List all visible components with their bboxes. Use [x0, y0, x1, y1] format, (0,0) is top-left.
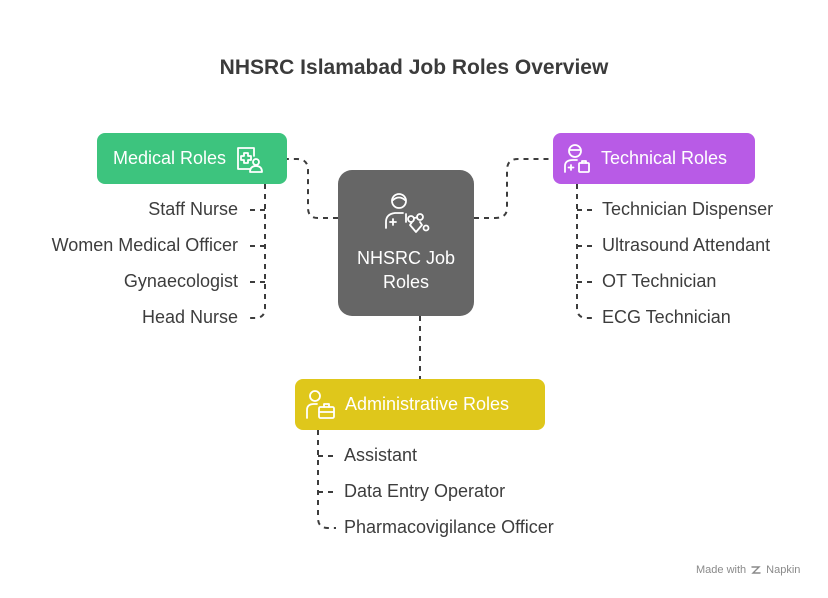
footer-brand: Napkin [766, 564, 801, 576]
medical-records-icon [237, 146, 263, 173]
doctor-with-molecules-icon [385, 193, 430, 233]
made-with-napkin-footer: Made with Napkin [696, 564, 800, 576]
diagram-title: NHSRC Islamabad Job Roles Overview [219, 56, 609, 79]
technician-icon [564, 143, 590, 173]
technical-role-item: Ultrasound Attendant [602, 235, 771, 255]
medical-role-item: Staff Nurse [148, 199, 238, 219]
napkin-logo-icon [751, 566, 761, 574]
center-label: NHSRC Job Roles [356, 248, 456, 292]
administrative-role-item: Assistant [344, 445, 418, 465]
center-node: NHSRC Job Roles [338, 170, 474, 316]
medical-role-item: Head Nurse [141, 307, 238, 327]
technical-role-item: OT Technician [602, 271, 717, 291]
administrative-role-item: Data Entry Operator [344, 481, 506, 501]
connector-technical-roles [576, 184, 594, 319]
medical-role-item: Women Medical Officer [51, 235, 238, 255]
medical-roles-node: Medical Roles [97, 133, 287, 184]
connector-medical-roles [246, 184, 266, 319]
administrative-roles-node: Administrative Roles [295, 379, 545, 430]
technical-roles-label: Technical Roles [601, 148, 728, 168]
connector-center-technical [474, 158, 553, 219]
technical-roles-node: Technical Roles [553, 133, 755, 184]
admin-briefcase-icon [306, 389, 335, 419]
medical-roles-label: Medical Roles [113, 148, 227, 168]
medical-role-item: Gynaecologist [123, 271, 238, 291]
connector-admin-roles [317, 430, 336, 529]
technical-role-item: Technician Dispenser [602, 199, 774, 219]
technical-role-item: ECG Technician [602, 307, 731, 327]
connector-center-medical [287, 158, 338, 219]
administrative-role-item: Pharmacovigilance Officer [344, 517, 554, 537]
administrative-roles-label: Administrative Roles [345, 394, 510, 414]
footer-prefix: Made with [696, 564, 747, 576]
